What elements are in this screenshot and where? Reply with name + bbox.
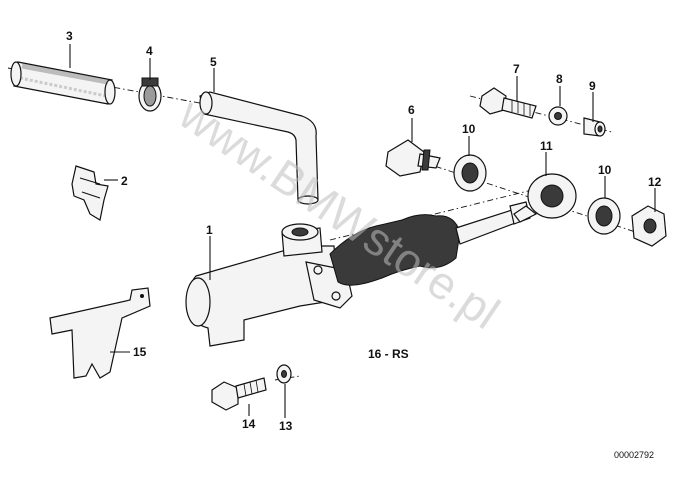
callout-4: 4 xyxy=(146,44,153,58)
callout-2: 2 xyxy=(121,174,128,188)
callout-10-right: 10 xyxy=(598,163,612,177)
drawing-code: 00002792 xyxy=(614,450,654,460)
leader-lines xyxy=(69,44,656,418)
washer-part-10-left xyxy=(453,154,487,192)
bolt-part-6 xyxy=(385,139,441,177)
callout-8: 8 xyxy=(556,72,563,86)
set-label: 16 - RS xyxy=(368,347,409,361)
callout-1: 1 xyxy=(206,223,213,237)
callout-12: 12 xyxy=(648,175,662,189)
sleeve-part-9 xyxy=(583,117,606,137)
bolt-part-7 xyxy=(479,87,537,119)
washer-part-8 xyxy=(548,106,568,126)
callout-10-left: 10 xyxy=(462,122,476,136)
master-cylinder-part-1 xyxy=(185,223,353,347)
callout-13: 13 xyxy=(279,419,293,433)
callout-14: 14 xyxy=(242,417,256,431)
callout-6: 6 xyxy=(408,103,415,117)
dust-boot-and-pushrod xyxy=(329,201,531,286)
hose-clamp-part-4 xyxy=(138,77,162,112)
hose-part-3 xyxy=(10,61,116,105)
nut-part-12 xyxy=(631,205,667,247)
banjo-fitting-part-11 xyxy=(513,173,577,223)
washer-part-10-right xyxy=(587,197,621,235)
callout-9: 9 xyxy=(589,79,596,93)
reservoir-pipe-part-5 xyxy=(199,91,319,205)
callout-labels: 3 4 5 2 1 6 7 8 9 10 11 10 12 15 14 13 xyxy=(66,29,662,433)
callout-5: 5 xyxy=(210,55,217,69)
bolt-part-14 xyxy=(211,377,267,411)
callout-15: 15 xyxy=(133,345,147,359)
clip-part-2 xyxy=(71,165,109,221)
washer-part-13 xyxy=(276,364,292,384)
bracket-part-15 xyxy=(49,287,151,379)
callout-11: 11 xyxy=(540,139,553,153)
callout-3: 3 xyxy=(66,29,73,43)
callout-7: 7 xyxy=(513,62,520,76)
